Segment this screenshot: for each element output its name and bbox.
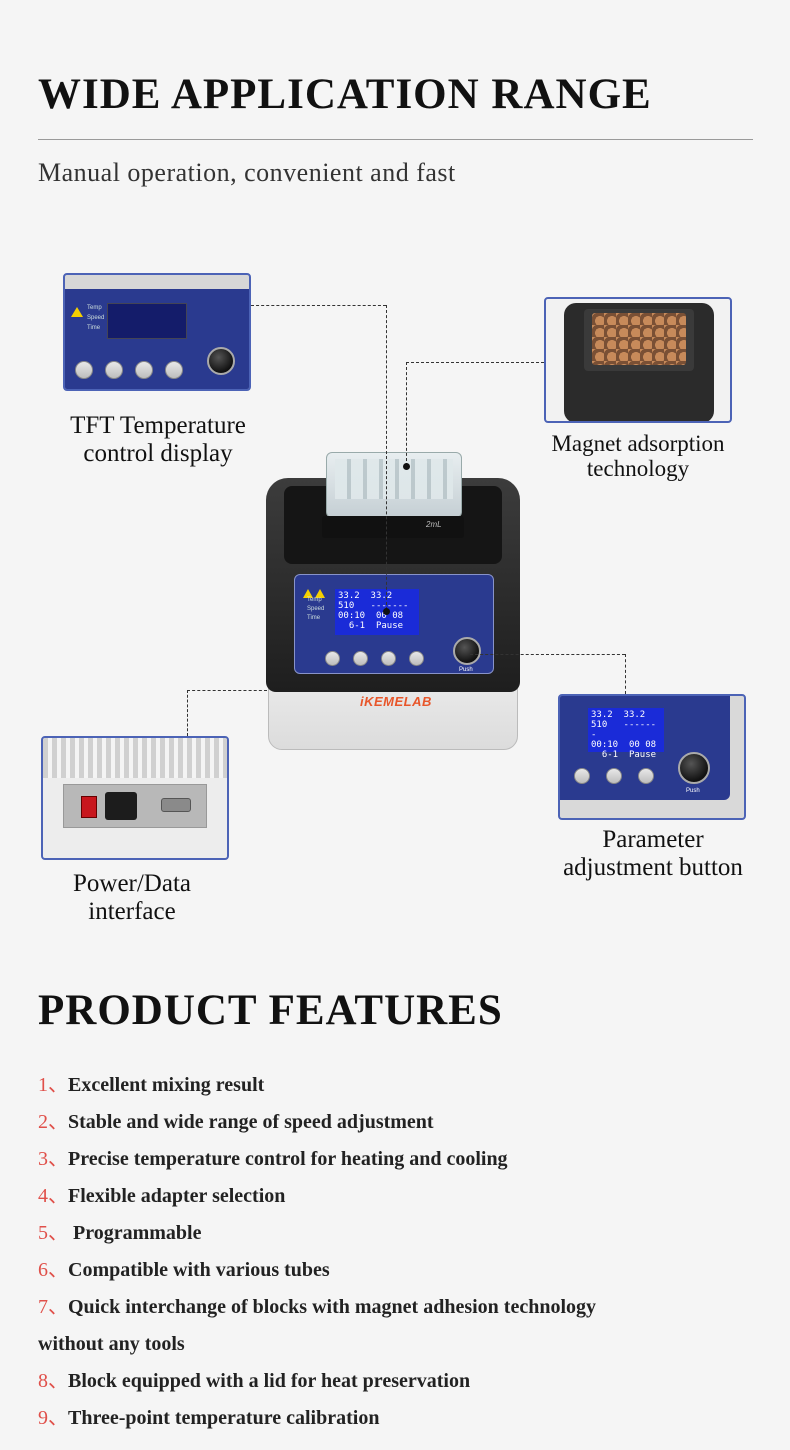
callout-param-caption: Parameter adjustment button [536, 826, 770, 882]
callout-power-line2: interface [88, 898, 176, 925]
panel-temp-label: Temp [307, 597, 322, 603]
callout-magnet-caption: Magnet adsorption technology [530, 431, 746, 481]
lcd-set-temp: 33.2 [338, 591, 360, 601]
closeup-lcd: 33.2 33.2 510 ------- 00:10 00 08 6-1 Pa… [588, 708, 664, 760]
parameter-button-photo: 33.2 33.2 510 ------- 00:10 00 08 6-1 Pa… [558, 694, 746, 820]
feature-item-5: 5、 Programmable [38, 1222, 202, 1244]
connector-param-h [470, 654, 625, 655]
callout-power-caption: Power/Data interface [38, 870, 226, 926]
temp-button [105, 361, 123, 379]
features-title: PRODUCT FEATURES [38, 987, 503, 1034]
callout-display-line1: TFT Temperature [70, 412, 246, 439]
connector-power-h [187, 690, 267, 691]
closeup-temp-button [574, 768, 590, 784]
lcd-screen-off [107, 303, 187, 339]
panel-prog-button [325, 651, 340, 666]
closeup-time-button [606, 768, 622, 784]
lcd-actual-speed: ------- [370, 601, 409, 611]
front-panel: Temp Speed Time 33.2 33.2 510 ------- 00… [294, 574, 494, 674]
feature-item-9: 9、Three-point temperature calibration [38, 1407, 380, 1429]
power-switch [81, 796, 97, 818]
feature-item-4: 4、Flexible adapter selection [38, 1185, 286, 1207]
speed-label: Speed [87, 315, 105, 321]
page-title: WIDE APPLICATION RANGE [38, 71, 652, 118]
title-divider [38, 139, 753, 140]
closeup-speed-button [638, 768, 654, 784]
closeup-push-label: Push [686, 788, 700, 794]
closeup-knob [678, 752, 710, 784]
temp-label: Temp [87, 305, 102, 311]
feature-item-3: 3、Precise temperature control for heatin… [38, 1148, 508, 1170]
feature-item-6: 6、Compatible with various tubes [38, 1259, 330, 1281]
connector-display-v [386, 305, 387, 610]
prog-button [75, 361, 93, 379]
callout-param-line2: adjustment button [563, 854, 743, 881]
vent-grille [43, 738, 227, 778]
lcd-status: Pause [375, 621, 404, 631]
connector-magnet-v [406, 362, 407, 466]
lcd-step: 6-1 [348, 621, 366, 631]
panel-time-label: Time [307, 615, 321, 621]
lcd-actual-temp: 33.2 [370, 591, 393, 601]
time-label: Time [87, 325, 101, 331]
display-closeup-photo: Temp Speed Time [63, 273, 251, 391]
serial-port [161, 798, 191, 812]
warning-icon [71, 307, 83, 317]
connector-magnet-h [406, 362, 544, 363]
hot-surface-icon [315, 589, 325, 598]
page-subtitle: Manual operation, convenient and fast [38, 158, 456, 187]
lcd-screen: 33.2 33.2 510 ------- 00:10 00 08 6-1 Pa… [335, 589, 419, 635]
warning-icon [303, 589, 313, 598]
callout-display-line2: control display [83, 440, 233, 467]
time-button [135, 361, 153, 379]
block-label: 2mL [426, 520, 442, 529]
feature-item-7-cont: without any tools [38, 1333, 185, 1355]
control-knob [207, 347, 235, 375]
callout-param-line1: Parameter [602, 826, 704, 853]
features-list: 1、Excellent mixing result 2、Stable and w… [38, 1067, 758, 1437]
lcd-set-time: 00:10 [338, 611, 366, 621]
feature-item-2: 2、Stable and wide range of speed adjustm… [38, 1111, 434, 1133]
feature-item-1: 1、Excellent mixing result [38, 1074, 265, 1096]
panel-knob [453, 637, 481, 665]
connector-magnet-dot [403, 463, 410, 470]
connector-display-dot [383, 608, 390, 615]
panel-speed-label: Speed [307, 606, 325, 612]
lcd-set-speed: 510 [338, 601, 355, 611]
panel-time-button [381, 651, 396, 666]
brand-logo: iKEMELAB [360, 694, 432, 709]
panel-temp-button [353, 651, 368, 666]
callout-magnet-line2: technology [586, 456, 690, 481]
feature-item-7: 7、Quick interchange of blocks with magne… [38, 1296, 596, 1318]
connector-param-v [625, 654, 626, 694]
panel-push-label: Push [459, 667, 473, 673]
connector-display-h [251, 305, 386, 306]
lcd-actual-time: 00 08 [375, 611, 404, 621]
speed-button [165, 361, 183, 379]
power-socket [105, 792, 137, 820]
tube-block [326, 452, 462, 518]
feature-item-8: 8、Block equipped with a lid for heat pre… [38, 1370, 471, 1392]
tube-grid [592, 313, 686, 365]
magnet-block-photo [544, 297, 732, 423]
connector-power-v [187, 690, 188, 736]
callout-power-line1: Power/Data [72, 870, 192, 897]
callout-magnet-line1: Magnet adsorption [551, 431, 725, 456]
power-interface-photo [41, 736, 229, 860]
panel-speed-button [409, 651, 424, 666]
thermomixer-device: 2mL Temp Speed Time 33.2 33.2 510 ------… [266, 452, 520, 752]
callout-display-caption: TFT Temperature control display [38, 412, 278, 468]
